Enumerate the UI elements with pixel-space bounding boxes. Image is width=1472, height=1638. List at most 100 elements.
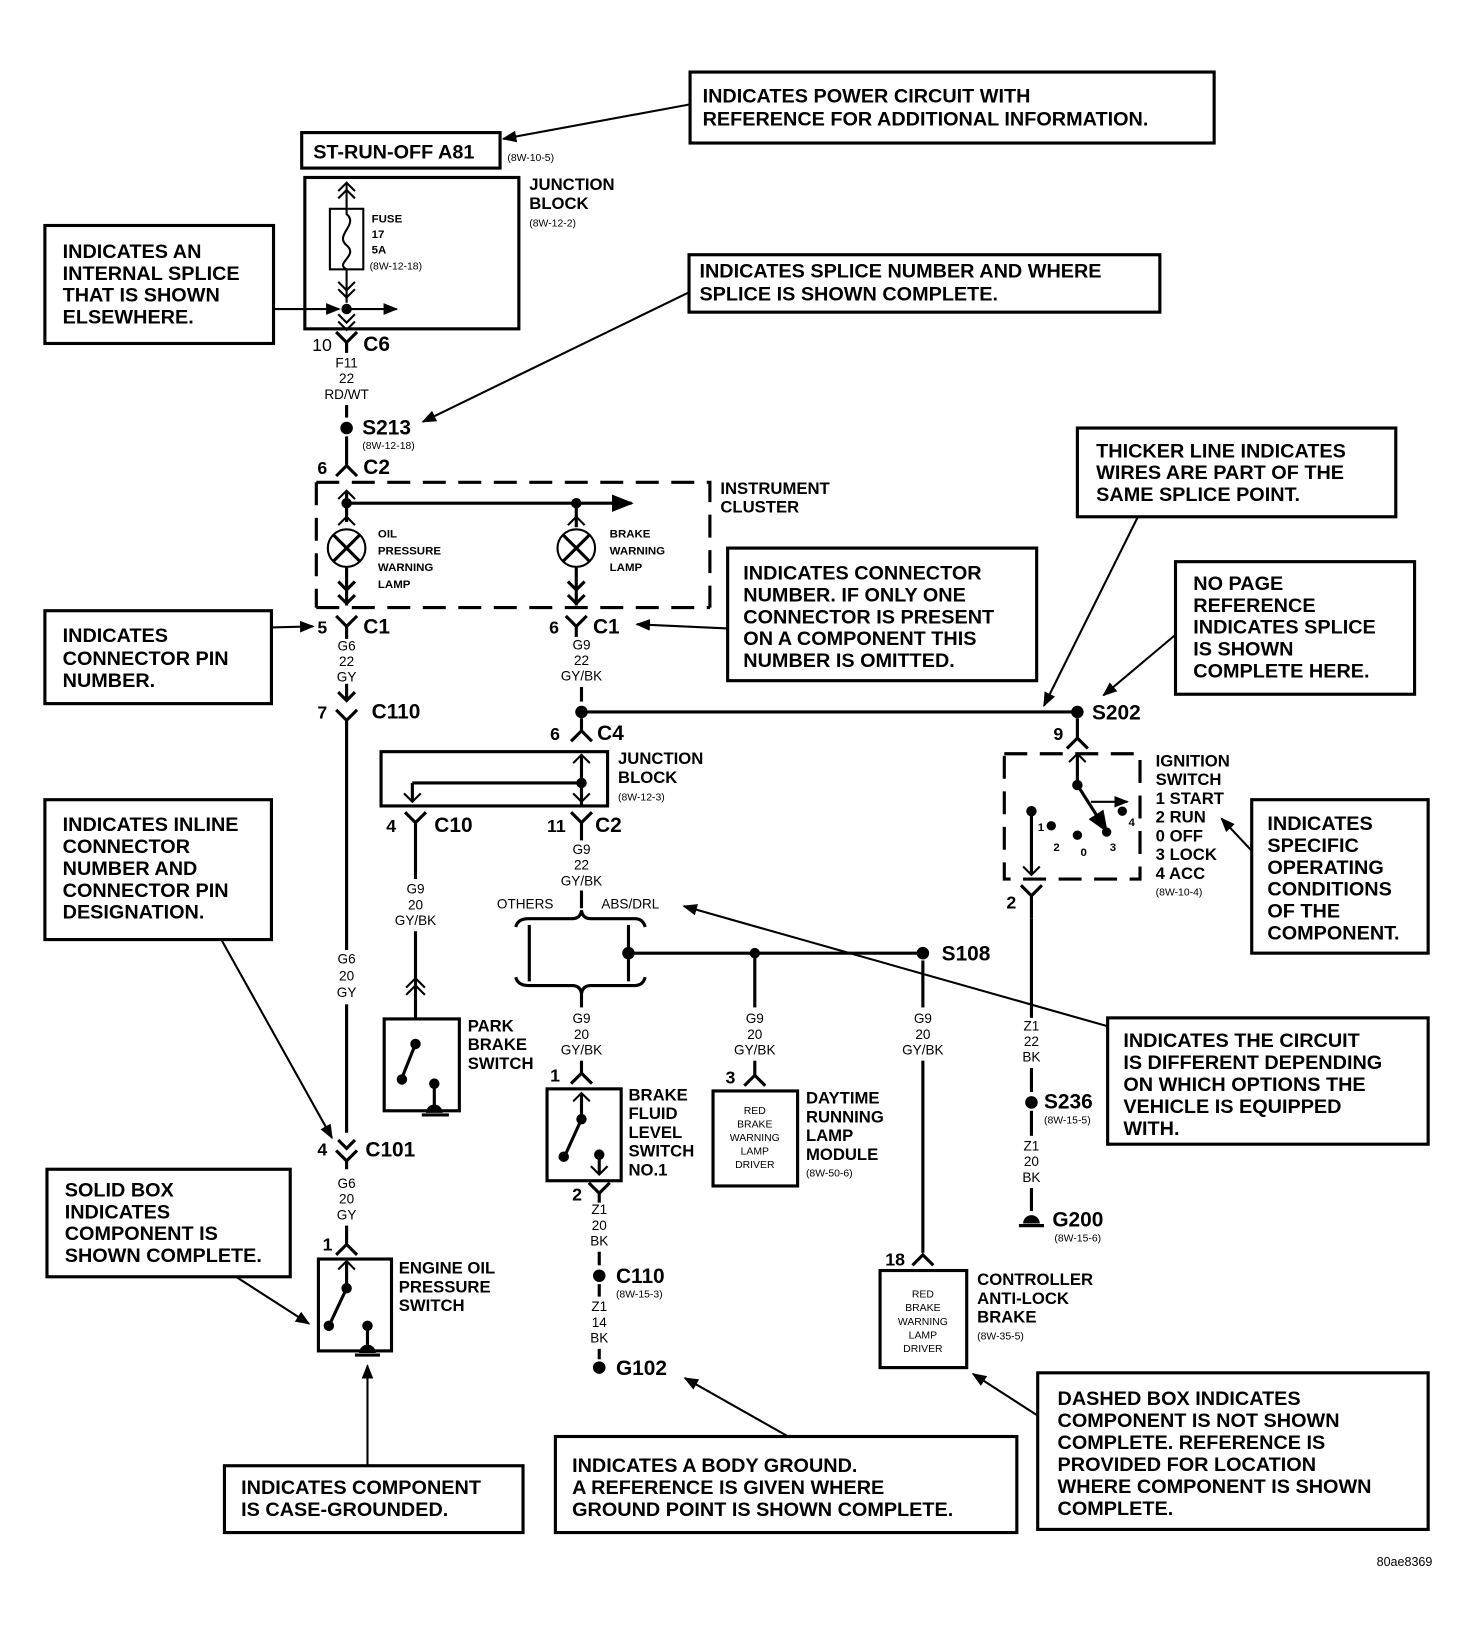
- callout-text: INTERNAL SPLICE: [63, 263, 240, 285]
- wire-gauge: 22: [339, 654, 354, 669]
- c110-bottom-name: C110: [616, 1265, 665, 1288]
- ignition-position: 2 RUN: [1156, 808, 1206, 827]
- ignition-pin-top: 9: [1053, 724, 1063, 744]
- junction-block-mid: JUNCTION BLOCK (8W-12-3): [379, 749, 703, 808]
- s213-name: S213: [362, 416, 411, 439]
- callout-text: COMPONENT IS NOT SHOWN: [1058, 1410, 1340, 1432]
- wire-code: G9: [572, 637, 590, 652]
- ignition-switch: 9 1 2 0 3 4 2 IGNITION SWITCH 1 START 2 …: [1002, 718, 1230, 919]
- c1-right-pin: 6: [549, 618, 559, 638]
- junction-block-top-name-2: BLOCK: [529, 194, 588, 213]
- abs-inner-label: LAMP: [909, 1330, 937, 1341]
- wire-gauge: 20: [592, 1218, 608, 1233]
- abs-label: ANTI-LOCK: [977, 1289, 1069, 1308]
- power-label: ST-RUN-OFF A81: [313, 142, 474, 164]
- callout-thicker-line: THICKER LINE INDICATES WIRES ARE PART OF…: [1043, 426, 1398, 708]
- ignition-ref: (8W-10-4): [1156, 888, 1203, 899]
- brake-fluid-level-switch: G9 20 GY/BK 1 2 BRAKE FLUID LEVEL SWITCH…: [545, 1011, 694, 1248]
- brake-lamp-label: LAMP: [610, 562, 643, 574]
- wire-code: Z1: [591, 1202, 607, 1217]
- callout-text: INDICATES: [63, 625, 168, 647]
- wire-color: BK: [1022, 1170, 1040, 1185]
- callout-text: IS CASE-GROUNDED.: [241, 1499, 448, 1521]
- c4-name: C4: [597, 722, 624, 745]
- callout-text: IS SHOWN: [1193, 639, 1293, 661]
- wire-color: GY/BK: [902, 1042, 943, 1057]
- callout-text: INDICATES SPLICE: [1193, 617, 1376, 639]
- ignition-contact-label: 0: [1081, 847, 1087, 859]
- oil-lamp-label: OIL: [378, 529, 397, 541]
- oil-lamp-label: PRESSURE: [378, 545, 441, 557]
- junction-block-mid-name-2: BLOCK: [618, 768, 677, 787]
- callout-text: NUMBER IS OMITTED.: [743, 650, 954, 672]
- brake-fluid-label: BRAKE: [628, 1085, 687, 1104]
- callout-text: IS DIFFERENT DEPENDING: [1123, 1052, 1382, 1074]
- connector-c110-top: 7 C110: [317, 683, 420, 723]
- wire-gauge: 20: [339, 968, 355, 983]
- wire-color: RD/WT: [324, 387, 368, 402]
- ignition-position: 1 START: [1156, 789, 1225, 808]
- c110-bottom-ref: (8W-15-3): [616, 1290, 663, 1301]
- abs-ref: (8W-35-5): [977, 1331, 1024, 1342]
- wire-code: Z1: [1024, 1018, 1040, 1033]
- splice-s202-dot: [1071, 705, 1084, 719]
- wire-color: GY: [337, 985, 357, 1000]
- anti-lock-brake-controller: 18 RED BRAKE WARNING LAMP DRIVER CONTROL…: [878, 1249, 1093, 1370]
- callout-text: WHERE COMPONENT IS SHOWN: [1058, 1476, 1372, 1498]
- power-source-box: ST-RUN-OFF A81 (8W-10-5): [300, 131, 554, 170]
- option-abs-drl-label: ABS/DRL: [601, 896, 659, 911]
- callout-text: SOLID BOX: [65, 1179, 175, 1201]
- engine-oil-pressure-switch: 1 ENGINE OIL PRESSURE SWITCH: [316, 1225, 495, 1357]
- instrument-cluster: INSTRUMENT CLUSTER OIL PRESSURE WARNING …: [314, 479, 831, 610]
- callout-text: ELSEWHERE.: [63, 307, 194, 329]
- callout-text: CONDITIONS: [1267, 879, 1391, 901]
- callout-text: VEHICLE IS EQUIPPED: [1123, 1096, 1341, 1118]
- abs-inner-label: DRIVER: [903, 1344, 943, 1355]
- wire-gauge: 22: [574, 653, 589, 668]
- callout-text: CONNECTOR PIN: [63, 880, 229, 902]
- wire-color: GY/BK: [561, 873, 602, 888]
- drl-inner-label: WARNING: [730, 1133, 780, 1144]
- callout-internal-splice: INDICATES AN INTERNAL SPLICE THAT IS SHO…: [43, 223, 341, 346]
- ignition-pin-bottom: 2: [1006, 892, 1016, 912]
- drl-label: LAMP: [806, 1126, 853, 1145]
- callout-text: INDICATES POWER CIRCUIT WITH: [703, 85, 1031, 107]
- c6-name: C6: [363, 333, 390, 356]
- callout-text: INDICATES THE CIRCUIT: [1123, 1030, 1359, 1052]
- junction-block-mid-ref: (8W-12-3): [618, 793, 665, 804]
- connector-c110-bottom-dot: [592, 1269, 606, 1283]
- callout-text: COMPONENT IS: [65, 1223, 218, 1245]
- callout-text: INDICATES A BODY GROUND.: [572, 1455, 857, 1477]
- callout-text: NUMBER. IF ONLY ONE: [743, 584, 966, 606]
- wire-color: GY: [337, 670, 357, 685]
- daytime-running-lamp-module: G9 20 GY/BK 3 RED BRAKE WARNING LAMP DRI…: [711, 1011, 884, 1188]
- brake-lamp-label: BRAKE: [610, 529, 651, 541]
- callout-inline-connector: INDICATES INLINE CONNECTOR NUMBER AND CO…: [43, 798, 333, 1140]
- splice-s236-dot: [1025, 1096, 1038, 1109]
- callout-text: INDICATES: [65, 1201, 170, 1223]
- drl-pin: 3: [726, 1068, 736, 1088]
- wire-code: Z1: [591, 1299, 607, 1314]
- callout-text: NUMBER.: [63, 670, 156, 692]
- callout-text: WITH.: [1123, 1118, 1179, 1140]
- wire-gauge: 14: [592, 1315, 608, 1330]
- c2-mid-pin: 11: [547, 816, 566, 836]
- wire-gauge: 20: [1024, 1154, 1040, 1169]
- drl-inner-label: LAMP: [741, 1147, 769, 1158]
- wire-code: G9: [572, 842, 590, 857]
- callout-text: CONNECTOR IS PRESENT: [743, 606, 994, 628]
- option-others-label: OTHERS: [497, 896, 554, 911]
- wire-color: GY/BK: [395, 913, 436, 928]
- options-bracket: OTHERS ABS/DRL: [497, 890, 660, 995]
- junction-block-top-name: JUNCTION: [529, 175, 614, 194]
- abs-inner-label: BRAKE: [905, 1303, 940, 1314]
- ignition-position: 3 LOCK: [1156, 845, 1217, 864]
- callout-text: INDICATES AN: [63, 241, 202, 263]
- callout-text: COMPLETE. REFERENCE IS: [1058, 1432, 1326, 1454]
- park-brake-label: PARK: [468, 1016, 514, 1035]
- ground-g200-icon: [1023, 1215, 1040, 1224]
- drl-inner-label: RED: [744, 1106, 766, 1117]
- callout-text: SPECIFIC: [1267, 835, 1358, 857]
- splice-s108-dot: [916, 946, 930, 960]
- c2-top-name: C2: [363, 456, 390, 479]
